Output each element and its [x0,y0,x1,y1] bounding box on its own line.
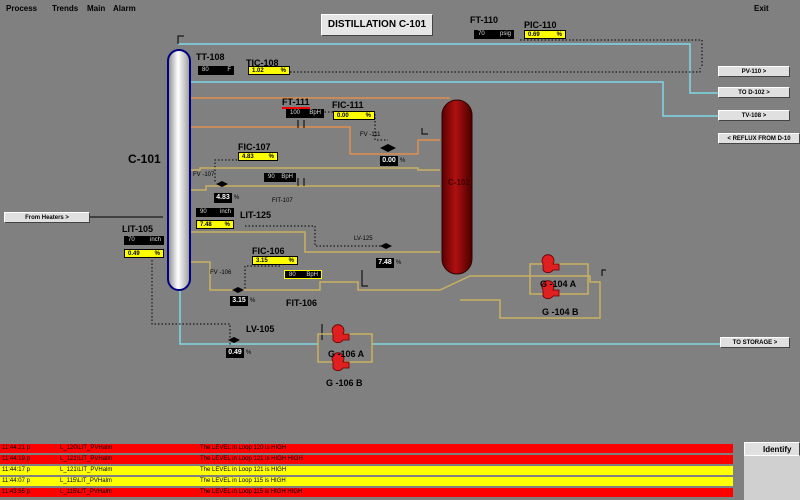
menu-main[interactable]: Main [87,4,106,13]
process-piping-diagram [90,35,720,372]
lv125-label: LV-125 [354,236,373,242]
alarm-row[interactable]: 11:44:19 p L_121\LIT_PVHalm The LEVEL in L… [0,455,733,464]
tic108-label: TIC-108 [246,58,279,68]
pump-g104a-icon [541,254,560,274]
alarm-tag: L_120\LIT_PVHalm [60,445,113,451]
lit125-label: LIT-125 [240,210,272,220]
pump-g106a-icon [331,324,350,344]
fv111-label: FV -111 [360,132,381,138]
page-title: DISTILLATION C-101 [321,14,433,36]
alarm-row[interactable]: 11:43:55 p L_115\LIT_PVHalm The LEVEL in L… [0,488,733,497]
menu-trends[interactable]: Trends [52,4,79,13]
fic106-output[interactable]: 3.15% [252,256,298,265]
lic105-output[interactable]: 0.49% [124,249,164,258]
tv108-button[interactable]: TV-108 > [718,110,790,121]
fic111-label: FIC-111 [332,100,364,110]
identify-button[interactable]: Identify [744,442,800,456]
lv105-label: LV-105 [246,324,275,334]
fv107-label: FV -107 [193,172,215,178]
alarm-time: 11:44:07 p [2,478,30,484]
fv111-value[interactable]: 0.00 [380,156,398,166]
alarm-row[interactable]: 11:44:17 p L_121\LIT_PVHalm The LEVEL in L… [0,466,733,475]
alarm-tag: L_121\LIT_PVHalm [60,456,113,462]
fic107-output[interactable]: 4.83% [238,152,278,161]
pump-g104b-icon [541,280,560,300]
fic111-output[interactable]: 0.00% [333,111,375,120]
vessel-c102-shape [441,99,473,275]
valve-fv107-icon [216,181,228,187]
to-storage-button[interactable]: TO STORAGE > [720,337,790,348]
pump-g106b-icon [331,352,350,372]
g104a-label: G -104 A [540,279,577,289]
alarm-message: The LEVEL in Loop 120 is HIGH [200,445,287,451]
fic107-label: FIC-107 [238,142,271,152]
pic110-label: PIC-110 [524,20,557,30]
alarm-message: The LEVEL in Loop 115 is HIGH [200,478,286,484]
alarm-message: The LEVEL in Loop 121 is HIGH HIGH [200,456,303,462]
pic110-output[interactable]: 0.69% [524,30,566,39]
alarm-time: 11:43:55 p [2,489,30,495]
lit105-label: LIT-105 [122,224,154,234]
alarm-time: 11:44:21 p [2,445,30,451]
column-c101-label: C-101 [128,152,161,166]
tic108-output[interactable]: 1.02% [248,66,290,75]
menu-bar: Process Trends Main Alarm Exit [0,0,800,16]
from-heaters-button[interactable]: From Heaters > [4,212,90,223]
fv106-value[interactable]: 3.15 [230,296,248,306]
alarm-row[interactable]: 11:44:21 p L_120\LIT_PVHalm The LEVEL in L… [0,444,733,453]
fv106-label: FV -106 [210,270,232,276]
alarm-tag: L_115\LIT_PVHalm [60,478,112,484]
menu-exit[interactable]: Exit [754,4,769,13]
alarm-time: 11:44:17 p [2,467,30,473]
fic106-label: FIC-106 [252,246,285,256]
alarm-tag: L_115\LIT_PVHalm [60,489,112,495]
g104b-label: G -104 B [542,307,579,317]
ft110-label: FT-110 [470,15,499,25]
fv107-value[interactable]: 4.83 [214,193,232,203]
column-c101-shape [167,49,191,291]
to-d102-button[interactable]: TO D-102 > [718,87,790,98]
pv110-button[interactable]: PV-110 > [718,66,790,77]
identify-panel [744,456,800,500]
ft111-label: FT-111 [282,97,310,109]
alarm-tag: L_121\LIT_PVHalm [60,467,113,473]
alarm-message: The LEVEL in Loop 115 is HIGH HIGH [200,489,303,495]
lv125-value[interactable]: 7.48 [376,258,394,268]
valve-fv111-icon [380,144,396,152]
menu-alarm[interactable]: Alarm [113,4,136,13]
reflux-from-d10-button[interactable]: < REFLUX FROM D-10 [718,133,800,144]
alarm-message: The LEVEL in Loop 121 is HIGH [200,467,287,473]
valve-lv125-icon [380,243,392,249]
alarm-row[interactable]: 11:44:07 p L_115\LIT_PVHalm The LEVEL in L… [0,477,733,486]
fit107-label: FIT-107 [272,198,293,204]
valve-lv105-icon [228,337,240,343]
menu-process[interactable]: Process [6,4,38,13]
fit106-label: FIT-106 [286,298,318,308]
alarm-time: 11:44:19 p [2,456,30,462]
g106a-label: G -106 A [328,349,365,359]
g106b-label: G -106 B [326,378,363,388]
lic125-output[interactable]: 7.48% [196,220,234,229]
valve-fv106-icon [232,287,244,293]
vessel-c102-label: C-102 [448,178,470,187]
tt108-label: TT-108 [196,52,225,62]
lv105-value[interactable]: 0.49 [226,348,244,358]
